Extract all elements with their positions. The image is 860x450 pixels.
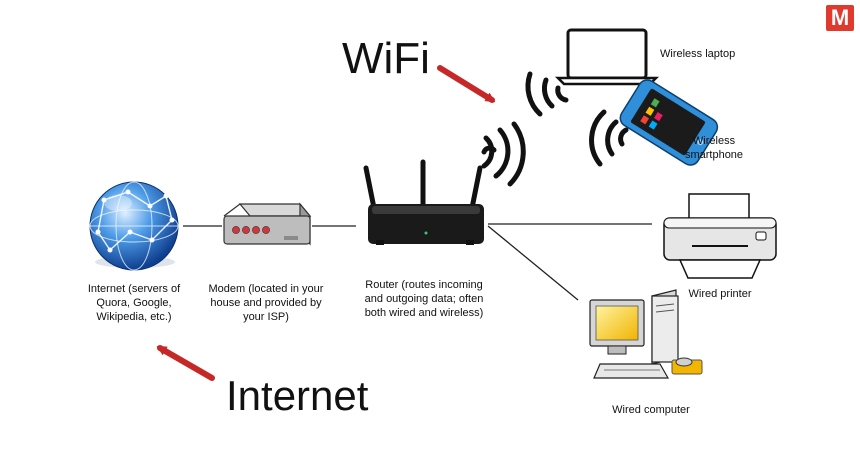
internet-arrow-icon	[156, 345, 215, 381]
modem-icon	[223, 202, 312, 246]
router-icon	[363, 159, 484, 245]
globe-icon	[89, 181, 179, 271]
laptop-label: Wireless laptop	[660, 48, 736, 60]
phone-wifi-waves-icon	[589, 109, 629, 167]
router-label: Router (routes incoming and outgoing dat…	[364, 279, 484, 319]
brand-logo: M	[826, 5, 854, 31]
wifi-arrow-icon	[437, 65, 496, 103]
smartphone-label: Wireless smartphone	[684, 135, 744, 161]
smartphone-icon	[619, 79, 719, 166]
computer-icon	[589, 289, 703, 379]
modem-label: Modem (located in your house and provide…	[208, 283, 324, 323]
computer-label: Wired computer	[612, 404, 690, 416]
router-wifi-waves-icon	[481, 121, 526, 187]
laptop-icon	[554, 28, 660, 86]
printer-label: Wired printer	[688, 288, 752, 300]
internet-heading: Internet	[226, 372, 369, 419]
internet-node-label: Internet (servers of Quora, Google, Wiki…	[87, 283, 181, 323]
laptop-wifi-waves-icon	[525, 71, 569, 117]
wifi-heading: WiFi	[342, 34, 430, 83]
printer-icon	[663, 193, 777, 279]
link-router-computer	[487, 225, 579, 301]
